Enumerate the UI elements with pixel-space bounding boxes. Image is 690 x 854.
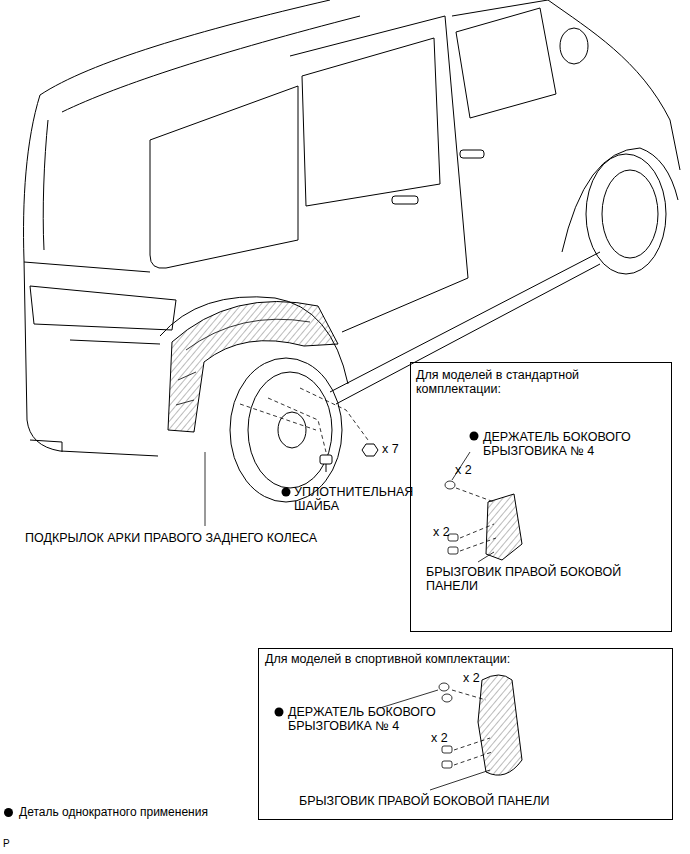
text-holder: x 2 bbox=[455, 463, 495, 477]
car-body bbox=[24, 0, 680, 502]
part-label: ДЕРЖАТЕЛЬ БОКОВОГО БРЫЗГОВИКА № 4 bbox=[483, 430, 643, 459]
text-holder: ДЕРЖАТЕЛЬ БОКОВОГО БРЫЗГОВИКА № 4 bbox=[288, 705, 448, 734]
label-holder: ПОДКРЫЛОК АРКИ ПРАВОГО ЗАДНЕГО КОЛЕСА bbox=[25, 531, 405, 545]
part-label: x 7 bbox=[382, 442, 422, 456]
part-label: x 2 bbox=[455, 463, 495, 477]
leader-line bbox=[205, 452, 206, 526]
text-holder: x 2 bbox=[433, 525, 473, 539]
text-holder: Для моделей в спортивной комплектации: bbox=[265, 652, 667, 666]
part-label: P bbox=[3, 838, 23, 850]
wheel-liner bbox=[168, 302, 338, 433]
variant-panel: Для моделей в стандартной комплектации: Д… bbox=[410, 362, 672, 632]
legend-swatch bbox=[4, 808, 13, 817]
part-label: БРЫЗГОВИК ПРАВОЙ БОКОВОЙ ПАНЕЛИ bbox=[299, 794, 599, 808]
fasteners bbox=[320, 444, 378, 472]
install-line bbox=[240, 388, 368, 452]
panel-heading: Для моделей в спортивной комплектации: bbox=[265, 652, 667, 666]
standard-mudguard bbox=[445, 452, 522, 562]
sport-mudguard bbox=[380, 675, 522, 790]
part-label: x 2 bbox=[431, 731, 471, 745]
part-label: БРЫЗГОВИК ПРАВОЙ БОКОВОЙ ПАНЕЛИ bbox=[426, 565, 644, 594]
text-holder: БРЫЗГОВИК ПРАВОЙ БОКОВОЙ ПАНЕЛИ bbox=[299, 794, 599, 808]
text-holder: x 2 bbox=[463, 671, 503, 685]
part-label: УПЛОТНИТЕЛЬНАЯ ШАЙБА bbox=[294, 485, 414, 514]
legend-text: Деталь однократного применения bbox=[19, 806, 208, 820]
panel-heading: Для моделей в стандартной комплектации: bbox=[416, 368, 666, 397]
legend-entry: Деталь однократного применения bbox=[4, 806, 208, 820]
text-holder: БРЫЗГОВИК ПРАВОЙ БОКОВОЙ ПАНЕЛИ bbox=[426, 565, 644, 594]
label-holder: x 7 bbox=[382, 442, 422, 456]
label-holder: УПЛОТНИТЕЛЬНАЯ ШАЙБА bbox=[294, 485, 414, 514]
part-label: ПОДКРЫЛОК АРКИ ПРАВОГО ЗАДНЕГО КОЛЕСА bbox=[25, 531, 405, 545]
part-label: ДЕРЖАТЕЛЬ БОКОВОГО БРЫЗГОВИКА № 4 bbox=[288, 705, 448, 734]
variant-panel: Для моделей в спортивной комплектации: x … bbox=[258, 648, 673, 820]
label-holder: P bbox=[3, 838, 23, 850]
text-holder: ДЕРЖАТЕЛЬ БОКОВОГО БРЫЗГОВИКА № 4 bbox=[483, 430, 643, 459]
text-holder: x 2 bbox=[431, 731, 471, 745]
part-label: x 2 bbox=[433, 525, 473, 539]
text-holder: Для моделей в стандартной комплектации: bbox=[416, 368, 666, 397]
part-label: x 2 bbox=[463, 671, 503, 685]
